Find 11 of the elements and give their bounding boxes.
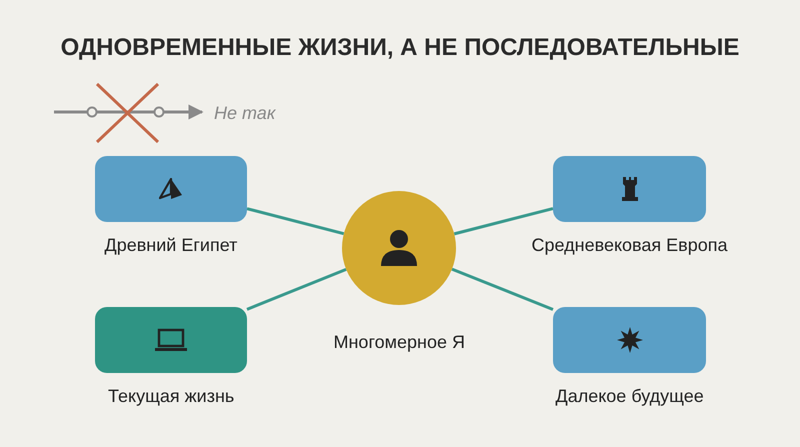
node-caption: Древний Египет [104,235,238,256]
connector-line [246,207,344,236]
connector-line [246,268,347,311]
node-caption: Текущая жизнь [108,386,234,407]
node-caption: Многомерное Я [334,332,465,353]
connector-line [451,268,554,311]
node-caption: Далекое будущее [556,386,704,407]
note-text: Не так [214,103,276,124]
connector-line [454,207,554,236]
node-caption: Средневековая Европа [532,235,728,256]
diagram-title: ОДНОВРЕМЕННЫЕ ЖИЗНИ, А НЕ ПОСЛЕДОВАТЕЛЬНЫЕ [60,34,740,62]
